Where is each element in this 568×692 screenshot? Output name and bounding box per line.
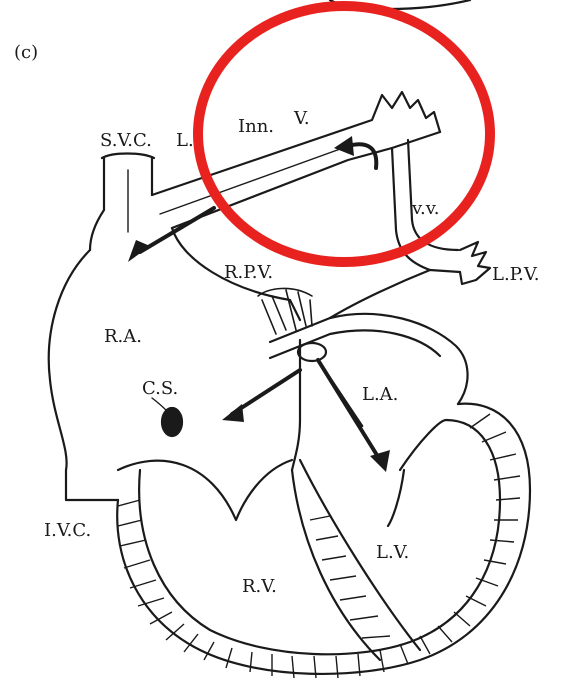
arrow-la-branch-lower <box>318 360 362 426</box>
svc-top-cap <box>102 154 154 159</box>
label-ra: R.A. <box>104 328 142 346</box>
label-rv: R.V. <box>242 578 277 596</box>
arrow-innominate-to-svc <box>140 208 214 252</box>
cs-pointer-line <box>152 398 168 412</box>
atrial-septum <box>292 340 300 470</box>
ventricles-inner-wall <box>139 420 500 654</box>
fossa-ovalis <box>298 343 326 361</box>
label-v: V. <box>294 110 310 128</box>
label-lv: L.V. <box>376 544 409 562</box>
innominate-vein-inner-wall <box>160 144 354 214</box>
label-l: L. <box>176 132 194 150</box>
label-rpv: R.P.V. <box>224 264 273 282</box>
interventricular-septum-left <box>292 470 380 660</box>
panel-label: (c) <box>14 44 38 62</box>
label-svc: S.V.C. <box>100 132 152 150</box>
myocardium-hatching <box>118 414 520 678</box>
left-ventricle-inner-curve <box>388 470 404 526</box>
label-cs: C.S. <box>142 380 178 398</box>
mitral-valve-leaflet <box>400 420 446 470</box>
right-atrium-outline <box>49 250 118 500</box>
arrowhead-svc <box>128 240 150 262</box>
left-atrium-inner-line <box>270 330 440 358</box>
label-inn: Inn. <box>238 118 274 136</box>
arrow-la-branch-upper <box>250 370 300 402</box>
lpv-outline <box>460 242 490 284</box>
label-lpv: L.P.V. <box>492 266 539 284</box>
label-ivc: I.V.C. <box>44 522 91 540</box>
label-vv: v.v. <box>412 200 440 218</box>
arrowhead-ra <box>222 404 244 422</box>
label-la: L.A. <box>362 386 398 404</box>
lpv-to-la <box>330 270 430 318</box>
arrowhead-vertical-vein <box>334 136 354 156</box>
coronary-sinus-orifice <box>162 408 182 436</box>
tricuspid-valve-leaflets <box>118 460 292 520</box>
arrowhead-lv <box>370 450 390 472</box>
svc-outline <box>90 158 152 250</box>
